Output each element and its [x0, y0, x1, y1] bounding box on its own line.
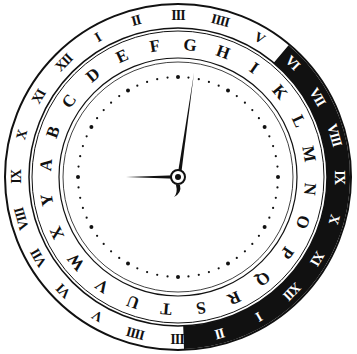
- minute-dot: [176, 275, 180, 279]
- minute-dot: [226, 262, 230, 266]
- letter-ring-outer: [32, 31, 324, 323]
- minute-dot: [156, 274, 158, 276]
- minute-dot: [276, 175, 280, 179]
- dial-edge: [63, 62, 293, 292]
- numeral-ring-edge: [29, 28, 327, 326]
- minute-dot: [77, 165, 79, 167]
- minute-dot: [136, 267, 138, 269]
- hand-pin: [175, 174, 181, 180]
- minute-dot: [276, 165, 278, 167]
- minute-dot: [218, 267, 220, 269]
- minute-dot: [103, 109, 105, 111]
- minute-dot: [251, 109, 253, 111]
- clock-hands: [126, 73, 194, 197]
- minute-dot: [258, 235, 260, 237]
- minute-dot: [79, 155, 81, 157]
- minute-dot: [236, 95, 238, 97]
- cipher-letter: G: [182, 35, 197, 53]
- minute-dot: [263, 125, 267, 129]
- minute-dot: [251, 243, 253, 245]
- minute-dot: [226, 88, 230, 92]
- minute-dot: [166, 76, 168, 78]
- minute-dot: [126, 262, 130, 266]
- minute-dot: [208, 271, 210, 273]
- minute-dot: [263, 225, 267, 229]
- minute-dot: [176, 75, 180, 79]
- minute-dot: [198, 274, 200, 276]
- minute-dot: [187, 76, 189, 78]
- minute-dot: [208, 81, 210, 83]
- cipher-letter: A: [36, 159, 54, 173]
- minute-dot: [89, 225, 93, 229]
- minute-dot: [272, 145, 274, 147]
- minute-dot: [268, 135, 270, 137]
- minute-dot: [82, 145, 84, 147]
- minute-dot: [146, 271, 148, 273]
- minute-dot: [276, 186, 278, 188]
- minute-dot: [272, 207, 274, 209]
- rings: [5, 4, 351, 350]
- minute-dot: [244, 250, 246, 252]
- minute-dot: [218, 85, 220, 87]
- minute-dot: [187, 275, 189, 277]
- roman-numeral: IX: [332, 170, 346, 184]
- minute-dot: [110, 102, 112, 104]
- roman-numeral: III: [171, 331, 184, 345]
- roman-numeral: IX: [10, 170, 24, 184]
- minute-dot: [236, 257, 238, 259]
- minute-hand: [176, 73, 194, 185]
- minute-dot: [166, 275, 168, 277]
- minute-dot: [96, 235, 98, 237]
- minute-dot: [77, 186, 79, 188]
- minute-dot: [268, 217, 270, 219]
- minute-dot: [79, 197, 81, 199]
- minute-dot: [146, 81, 148, 83]
- minute-dot: [126, 88, 130, 92]
- minute-dot: [156, 78, 158, 80]
- minute-dot: [198, 78, 200, 80]
- minute-dot: [118, 95, 120, 97]
- cipher-letter: M: [299, 145, 319, 164]
- cipher-letter: T: [160, 301, 173, 319]
- minute-dot: [89, 125, 93, 129]
- outer-rim: [5, 4, 351, 350]
- minute-dots: [76, 75, 280, 279]
- minute-dot: [110, 250, 112, 252]
- cipher-letter: N: [301, 182, 319, 196]
- letter-ring-inner: [59, 58, 297, 296]
- hand-boss: [171, 170, 185, 184]
- minute-dot: [103, 243, 105, 245]
- hand-tail: [174, 185, 180, 197]
- minute-dot: [136, 85, 138, 87]
- minute-dot: [275, 155, 277, 157]
- minute-dot: [82, 207, 84, 209]
- minute-dot: [86, 217, 88, 219]
- minute-dot: [86, 135, 88, 137]
- minute-dot: [244, 102, 246, 104]
- minute-dot: [258, 117, 260, 119]
- minute-dot: [96, 117, 98, 119]
- roman-numeral: III: [171, 9, 184, 23]
- minute-dot: [275, 197, 277, 199]
- minute-dot: [76, 175, 80, 179]
- minute-dot: [118, 257, 120, 259]
